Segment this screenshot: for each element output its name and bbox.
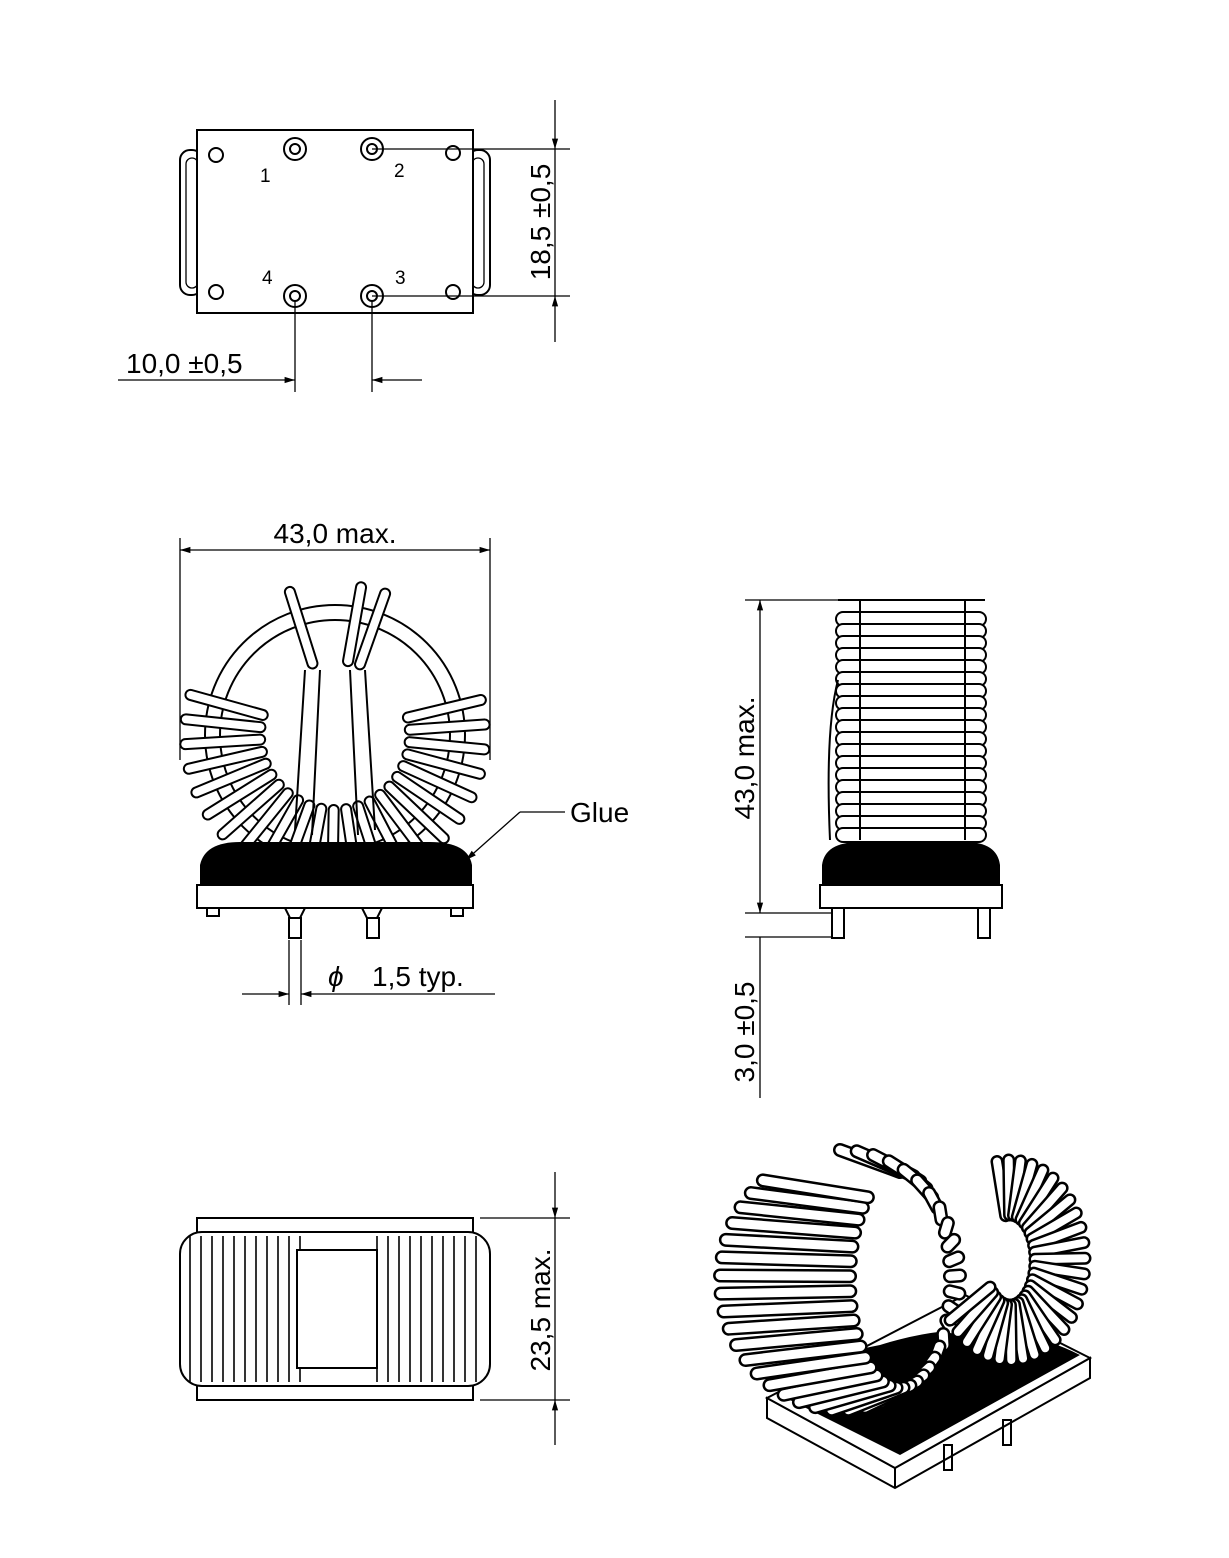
mount-holes — [208, 145, 461, 300]
pin-label-3: 3 — [395, 268, 406, 289]
side-view: 43,0 max. 3,0 ±0,5 — [729, 599, 1003, 1098]
toroid-windings — [179, 581, 491, 891]
depth-dimension: 23,5 max. — [525, 1249, 556, 1372]
core-section — [296, 1249, 378, 1369]
top-view: 1 2 3 4 18,5 ±0,5 10,0 ±0,5 — [118, 100, 570, 392]
pin-pitch-dimension: 10,0 ±0,5 — [126, 348, 243, 379]
row-spacing-dimension: 18,5 ±0,5 — [525, 164, 556, 281]
pin-diameter-dimension: 1,5 typ. — [372, 961, 464, 992]
glue-label: Glue — [570, 797, 629, 828]
pin — [366, 917, 380, 939]
width-dimension: 43,0 max. — [274, 518, 397, 549]
front-view: 43,0 max. ϕ 1,5 typ. Glue — [179, 518, 629, 1005]
pin-label-2: 2 — [394, 161, 405, 182]
toroid-windings — [713, 1143, 1092, 1417]
base-plate — [819, 884, 1003, 909]
diameter-symbol: ϕ — [328, 961, 344, 992]
bottom-view: 23,5 max. — [179, 1172, 570, 1445]
winding-turn — [835, 827, 987, 843]
glue-blob — [200, 842, 472, 885]
pin-length-dimension: 3,0 ±0,5 — [729, 982, 760, 1083]
pin-label-1: 1 — [260, 166, 271, 187]
glue-blob — [822, 842, 1000, 885]
side-windings — [827, 599, 987, 843]
isometric-view — [713, 1143, 1093, 1490]
pin — [288, 917, 302, 939]
pin-label-4: 4 — [262, 268, 273, 289]
base-plate-outline — [196, 129, 474, 314]
base-plate — [196, 884, 474, 909]
height-dimension: 43,0 max. — [729, 697, 760, 820]
